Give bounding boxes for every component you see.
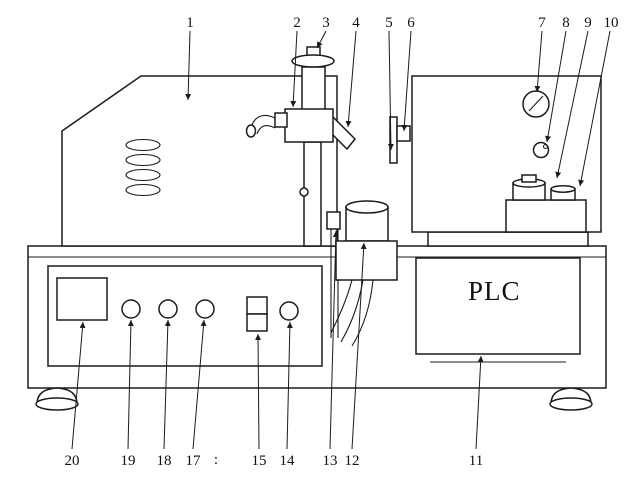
leader-line-18: [163, 319, 171, 450]
pump-assembly: [326, 200, 398, 347]
leader-line-11: [475, 355, 484, 450]
handwheel: [291, 54, 335, 68]
display-window: [56, 277, 108, 321]
spindle-head-block: [284, 108, 334, 143]
control-box: [411, 75, 602, 247]
panel-knob-18: [158, 299, 178, 319]
leader-line-14: [286, 321, 293, 450]
callout-12: 12: [345, 453, 360, 469]
foot-right: [549, 387, 593, 411]
foot-left: [35, 387, 79, 411]
leader-line-12: [351, 242, 367, 450]
callout-labels: 1 2 3 4 5 6 7 8 9 10 11 12 13 14 15 17 1…: [65, 15, 619, 469]
panel-knob-14: [279, 301, 299, 321]
switch-block-top: [246, 296, 268, 315]
stray-mark: :: [214, 452, 218, 468]
callout-20: 20: [65, 453, 80, 469]
leader-line-4: [345, 30, 357, 128]
pipe-fitting: [326, 211, 341, 230]
vent-slot: [125, 183, 161, 197]
callout-2: 2: [293, 15, 301, 31]
panel-knob-19: [121, 299, 141, 319]
plc-label: PLC: [468, 276, 521, 306]
callout-18: 18: [157, 453, 172, 469]
control-box-support: [427, 231, 589, 247]
foot-right-pad: [549, 397, 593, 411]
leader-line-15: [255, 333, 262, 450]
callout-3: 3: [322, 15, 330, 31]
spindle-assembly: [245, 46, 357, 247]
gauge-needle: [528, 95, 544, 112]
callout-10: 10: [604, 15, 619, 31]
sample-cup-lid: [521, 174, 537, 183]
hose-3: [351, 279, 374, 347]
callout-4: 4: [352, 15, 360, 31]
leader-line-3: [316, 30, 327, 49]
callout-8: 8: [562, 15, 570, 31]
callout-11: 11: [469, 453, 483, 469]
leader-line-19: [127, 319, 134, 450]
leader-line-20: [71, 321, 86, 450]
sample-platform: [505, 199, 587, 233]
callout-7: 7: [538, 15, 546, 31]
arm-knob: [245, 124, 257, 138]
leader-line-2: [290, 30, 298, 108]
foot-left-pad: [35, 397, 79, 411]
callout-13: 13: [323, 453, 338, 469]
leader-line-13: [329, 230, 339, 450]
callout-17: 17: [186, 453, 202, 469]
motor-top: [345, 200, 389, 214]
arm-curve-bottom: [256, 125, 276, 135]
leader-line-10: [578, 30, 611, 187]
leader-line-7: [534, 30, 543, 93]
arm-mount: [274, 112, 288, 128]
motor-base-block: [335, 240, 398, 281]
plc-box-body: [415, 257, 581, 355]
indicator-dot: [542, 143, 549, 150]
leader-line-1: [185, 30, 192, 101]
vent-slot: [125, 138, 161, 152]
leader-line-17: [192, 319, 207, 450]
control-panel: [47, 265, 323, 367]
leader-line-6: [401, 30, 412, 132]
leader-line-8: [545, 30, 567, 143]
callout-9: 9: [584, 15, 592, 31]
machine-housing: [61, 75, 338, 247]
callout-19: 19: [121, 453, 136, 469]
callout-5: 5: [385, 15, 393, 31]
sensor-bracket: [389, 116, 411, 164]
vent-slot: [125, 168, 161, 182]
callout-15: 15: [252, 453, 267, 469]
panel-knob-17: [195, 299, 215, 319]
bracket-block: [396, 125, 411, 142]
indicator-dial: [532, 141, 550, 159]
callout-6: 6: [407, 15, 415, 31]
callout-14: 14: [280, 453, 296, 469]
vent-slot: [125, 153, 161, 167]
sample-cup-right-rim: [550, 185, 576, 193]
leader-line-9: [555, 30, 589, 179]
callout-1: 1: [186, 15, 194, 31]
spindle-upper-body: [301, 66, 326, 112]
switch-block-bottom: [246, 313, 268, 332]
housing-outline: [61, 75, 338, 247]
leader-line-5: [387, 30, 394, 151]
plc-box: PLC: [415, 257, 581, 363]
hose-1: [330, 279, 353, 334]
leader-lines: [71, 30, 611, 450]
column-pin: [299, 187, 309, 197]
